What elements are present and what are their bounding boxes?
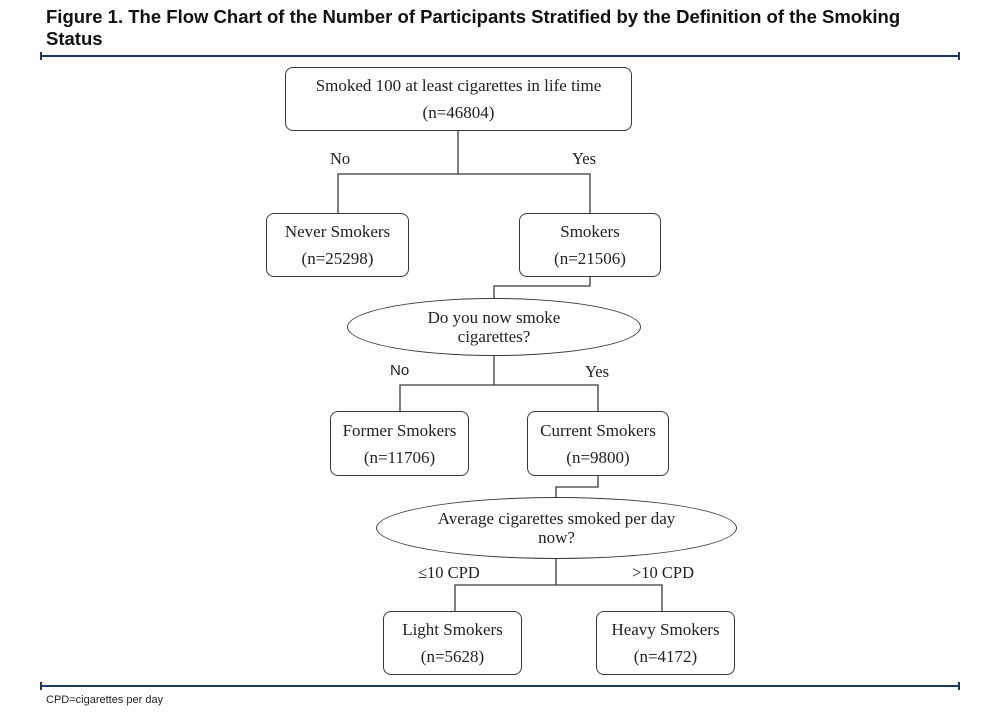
branch-label-root-yes: Yes (572, 149, 597, 168)
node-heavy-label: Heavy Smokers (611, 620, 720, 639)
node-smokers-count: (n=21506) (554, 249, 626, 268)
top-rule (40, 52, 960, 60)
node-current-label: Current Smokers (540, 420, 656, 440)
branch-label-root-no: No (330, 149, 351, 168)
question-now-smoke: Do you now smoke cigarettes? (347, 298, 641, 356)
connector-root-branches (337, 173, 591, 213)
connector-now-branches (399, 384, 599, 411)
figure-title: Figure 1. The Flow Chart of the Number o… (46, 6, 901, 49)
node-never-smokers: Never Smokers (n=25298) (266, 213, 409, 277)
node-current-smokers: Current Smokers (n=9800) (527, 411, 669, 476)
branch-label-cpd-low: ≤10 CPD (418, 563, 480, 582)
node-former-smokers: Former Smokers (n=11706) (330, 411, 469, 476)
node-former-label: Former Smokers (342, 420, 457, 440)
node-smokers: Smokers (n=21506) (519, 213, 661, 277)
node-never-count: (n=25298) (301, 249, 374, 268)
node-smokers-label: Smokers (560, 222, 620, 241)
node-root-label: Smoked 100 at least cigarettes in life t… (315, 76, 602, 95)
node-root: Smoked 100 at least cigarettes in life t… (285, 67, 632, 131)
node-light-smokers: Light Smokers (n=5628) (383, 611, 522, 675)
node-current-count: (n=9800) (566, 447, 630, 467)
node-light-count: (n=5628) (420, 647, 485, 666)
question-cpd: Average cigarettes smoked per day now? (376, 497, 737, 559)
connector-cpd-branches (454, 584, 663, 611)
connector-current-question (555, 476, 599, 497)
question-now-text: Do you now smoke cigarettes? (427, 308, 561, 346)
footnote: CPD=cigarettes per day (46, 694, 164, 706)
bottom-rule (40, 682, 960, 690)
question-cpd-text: Average cigarettes smoked per day now? (437, 509, 676, 547)
node-root-count: (n=46804) (422, 103, 495, 122)
node-never-label: Never Smokers (284, 222, 391, 241)
branch-label-now-no: No (390, 362, 410, 379)
connector-smokers-question (493, 277, 591, 298)
branch-label-cpd-high: >10 CPD (632, 563, 695, 582)
node-heavy-count: (n=4172) (633, 647, 698, 666)
branch-label-now-yes: Yes (585, 362, 610, 381)
node-light-label: Light Smokers (402, 620, 503, 639)
node-former-count: (n=11706) (363, 447, 436, 467)
node-heavy-smokers: Heavy Smokers (n=4172) (596, 611, 735, 675)
